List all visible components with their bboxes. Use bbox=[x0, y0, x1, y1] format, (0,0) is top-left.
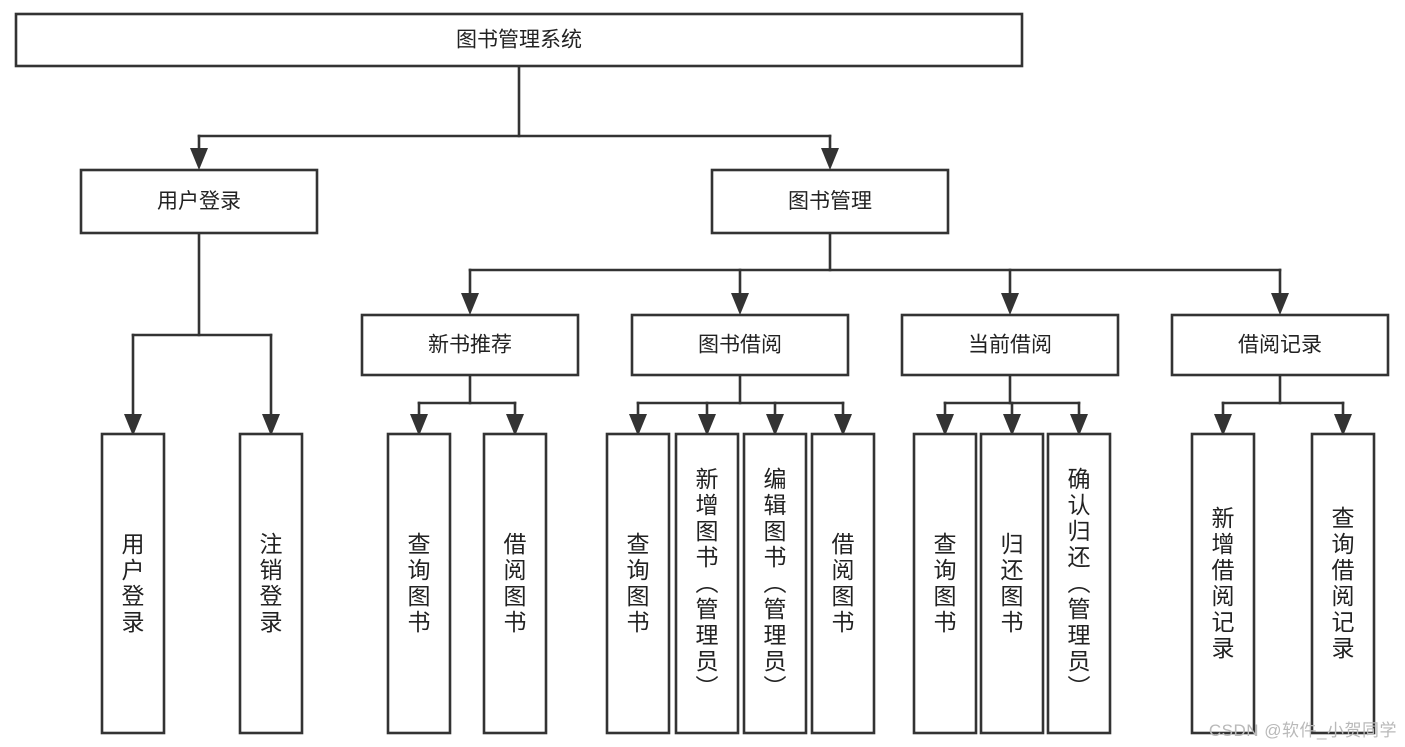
node-root-system-label: 图书管理系统 bbox=[456, 29, 582, 52]
node-leaf-3-rect bbox=[482, 432, 548, 735]
arrow-head bbox=[1334, 414, 1352, 436]
node-l2-3[interactable]: 借阅记录 bbox=[1170, 313, 1390, 377]
node-leaf-5-rect bbox=[674, 432, 740, 735]
node-leaf-0-label: 用户登录 bbox=[122, 531, 145, 635]
node-leaf-9-label: 归还图书 bbox=[1001, 531, 1024, 635]
node-leaf-7-rect bbox=[810, 432, 876, 735]
node-l2-3-label: 借阅记录 bbox=[1238, 334, 1322, 357]
connector-layer bbox=[124, 64, 1352, 436]
node-l2-2[interactable]: 当前借阅 bbox=[900, 313, 1120, 377]
node-root-system[interactable]: 图书管理系统 bbox=[14, 12, 1024, 68]
node-leaf-7[interactable]: 借阅图书 bbox=[810, 432, 876, 735]
node-leaf-12[interactable]: 查询借阅记录 bbox=[1310, 432, 1376, 735]
node-leaf-4-rect bbox=[605, 432, 671, 735]
node-leaf-0-rect bbox=[100, 432, 166, 735]
node-l1-0[interactable]: 用户登录 bbox=[79, 168, 319, 235]
node-l2-3-rect bbox=[1170, 313, 1390, 377]
node-leaf-10-label: 确认归还︵管理员︶ bbox=[1068, 466, 1091, 700]
arrow-head bbox=[1271, 293, 1289, 315]
node-leaf-5-label: 新增图书︵管理员︶ bbox=[696, 466, 719, 700]
node-leaf-1-rect bbox=[238, 432, 304, 735]
node-l1-1-rect bbox=[710, 168, 950, 235]
node-leaf-8-rect bbox=[912, 432, 978, 735]
arrow-head bbox=[834, 414, 852, 436]
arrow-head bbox=[821, 148, 839, 170]
node-leaf-4[interactable]: 查询图书 bbox=[605, 432, 671, 735]
node-leaf-7-label: 借阅图书 bbox=[832, 531, 855, 635]
node-leaf-12-rect bbox=[1310, 432, 1376, 735]
node-l2-0-label: 新书推荐 bbox=[428, 334, 512, 357]
node-l2-2-rect bbox=[900, 313, 1120, 377]
node-leaf-6-label: 编辑图书︵管理员︶ bbox=[764, 466, 787, 700]
node-l1-0-rect bbox=[79, 168, 319, 235]
node-leaf-2[interactable]: 查询图书 bbox=[386, 432, 452, 735]
node-l1-1-label: 图书管理 bbox=[788, 190, 872, 213]
arrow-head bbox=[1001, 293, 1019, 315]
node-l1-0-label: 用户登录 bbox=[157, 190, 241, 213]
node-l2-0-rect bbox=[360, 313, 580, 377]
node-leaf-2-label: 查询图书 bbox=[408, 531, 431, 635]
arrow-head bbox=[766, 414, 784, 436]
node-l1-1[interactable]: 图书管理 bbox=[710, 168, 950, 235]
arrow-head bbox=[506, 414, 524, 436]
node-leaf-12-label: 查询借阅记录 bbox=[1332, 505, 1355, 661]
node-leaf-9-rect bbox=[979, 432, 1045, 735]
arrow-head bbox=[629, 414, 647, 436]
node-leaf-6-rect bbox=[742, 432, 808, 735]
node-leaf-3[interactable]: 借阅图书 bbox=[482, 432, 548, 735]
node-leaf-10-rect bbox=[1046, 432, 1112, 735]
arrow-head bbox=[262, 414, 280, 436]
node-l2-0[interactable]: 新书推荐 bbox=[360, 313, 580, 377]
arrow-head bbox=[190, 148, 208, 170]
node-leaf-8-label: 查询图书 bbox=[934, 531, 957, 635]
node-leaf-11[interactable]: 新增借阅记录 bbox=[1190, 432, 1256, 735]
node-l2-2-label: 当前借阅 bbox=[968, 334, 1052, 357]
node-leaf-2-rect bbox=[386, 432, 452, 735]
node-l2-1[interactable]: 图书借阅 bbox=[630, 313, 850, 377]
arrow-head bbox=[936, 414, 954, 436]
arrow-head bbox=[1214, 414, 1232, 436]
node-layer: 图书管理系统用户登录图书管理新书推荐图书借阅当前借阅借阅记录用户登录注销登录查询… bbox=[14, 12, 1390, 735]
arrow-head bbox=[1003, 414, 1021, 436]
node-leaf-1[interactable]: 注销登录 bbox=[238, 432, 304, 735]
arrow-head bbox=[410, 414, 428, 436]
node-leaf-1-label: 注销登录 bbox=[260, 531, 283, 635]
node-leaf-3-label: 借阅图书 bbox=[504, 531, 527, 635]
arrow-head bbox=[461, 293, 479, 315]
node-l2-1-rect bbox=[630, 313, 850, 377]
node-leaf-0[interactable]: 用户登录 bbox=[100, 432, 166, 735]
arrow-head bbox=[731, 293, 749, 315]
node-leaf-4-label: 查询图书 bbox=[627, 531, 650, 635]
node-leaf-10[interactable]: 确认归还︵管理员︶ bbox=[1046, 432, 1112, 735]
node-leaf-8[interactable]: 查询图书 bbox=[912, 432, 978, 735]
node-leaf-6[interactable]: 编辑图书︵管理员︶ bbox=[742, 432, 808, 735]
node-root-system-rect bbox=[14, 12, 1024, 68]
arrow-head bbox=[1070, 414, 1088, 436]
arrow-head bbox=[124, 414, 142, 436]
node-leaf-11-rect bbox=[1190, 432, 1256, 735]
node-leaf-9[interactable]: 归还图书 bbox=[979, 432, 1045, 735]
node-leaf-11-label: 新增借阅记录 bbox=[1212, 505, 1235, 661]
node-leaf-5[interactable]: 新增图书︵管理员︶ bbox=[674, 432, 740, 735]
arrow-head bbox=[698, 414, 716, 436]
node-l2-1-label: 图书借阅 bbox=[698, 334, 782, 357]
